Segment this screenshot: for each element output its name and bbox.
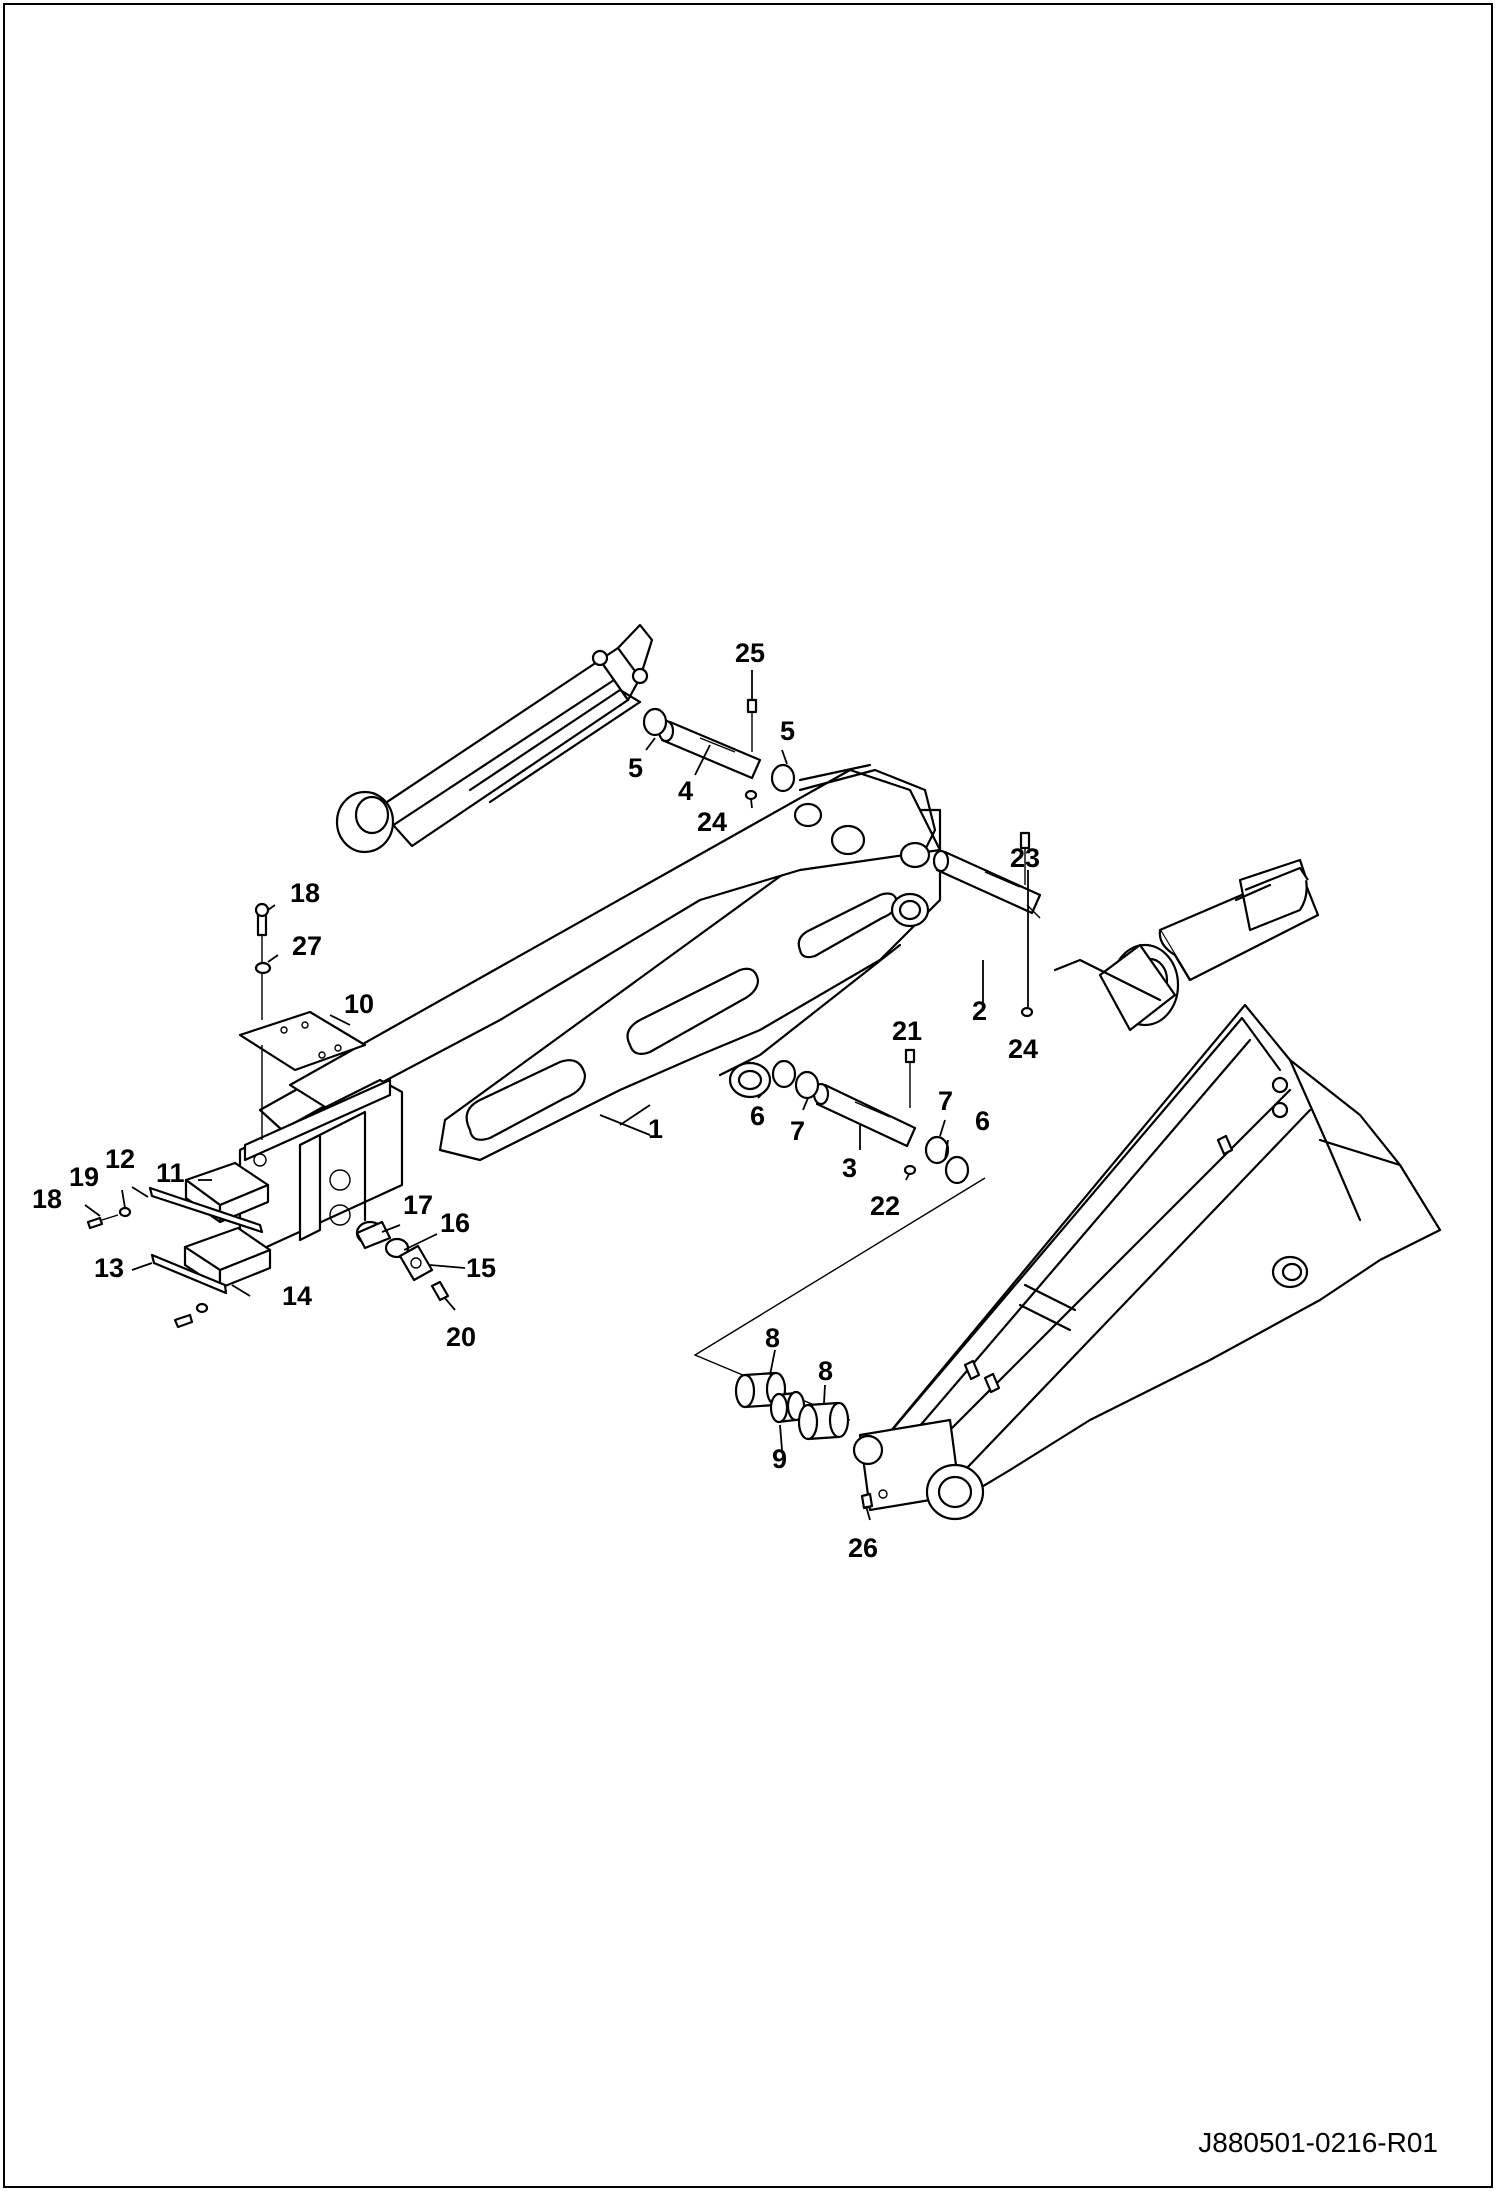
callout-labels: 1 2 3 4 5 5 6 6 7 7 8 8 9 10 11 12 13 14… [32,638,1040,1563]
callout-5b: 5 [780,716,795,746]
callout-20: 20 [446,1322,476,1352]
callout-4: 4 [678,776,693,806]
callout-18b: 18 [32,1184,62,1214]
callout-26: 26 [848,1533,878,1563]
boom-cylinder [335,623,654,854]
callout-19: 19 [69,1162,99,1192]
callout-8a: 8 [765,1323,780,1353]
drawing-frame [3,3,1493,2188]
callout-25: 25 [735,638,765,668]
callout-6b: 6 [975,1106,990,1136]
callout-7a: 7 [790,1116,805,1146]
dipper-arm [852,1003,1442,1521]
callout-10: 10 [344,989,374,1019]
cap-assembly [355,1220,450,1302]
pins-and-washers [642,698,1042,1421]
callout-1: 1 [648,1114,663,1144]
leader-lines [84,670,1029,1521]
callout-14: 14 [282,1281,312,1311]
boom-arm [238,763,942,1252]
callout-23: 23 [1010,843,1040,873]
callout-12: 12 [105,1144,135,1174]
callout-3: 3 [842,1153,857,1183]
callout-9: 9 [772,1444,787,1474]
callout-16: 16 [440,1208,470,1238]
drawing-code: J880501-0216-R01 [1198,2127,1438,2158]
plate-10 [238,902,367,1140]
dipper-cylinder [1053,858,1320,1032]
callout-22: 22 [870,1191,900,1221]
callout-27: 27 [292,931,322,961]
callout-24b: 24 [1008,1034,1038,1064]
callout-13: 13 [94,1253,124,1283]
callout-5a: 5 [628,753,643,783]
callout-2: 2 [972,996,987,1026]
wear-pads [86,1161,272,1329]
callout-7b: 7 [938,1086,953,1116]
callout-15: 15 [466,1253,496,1283]
callout-21: 21 [892,1016,922,1046]
callout-8b: 8 [818,1356,833,1386]
callout-24a: 24 [697,807,727,837]
callout-18a: 18 [290,878,320,908]
callout-11: 11 [156,1158,185,1188]
bushings [734,1371,850,1441]
callout-17: 17 [403,1190,433,1220]
callout-6a: 6 [750,1101,765,1131]
